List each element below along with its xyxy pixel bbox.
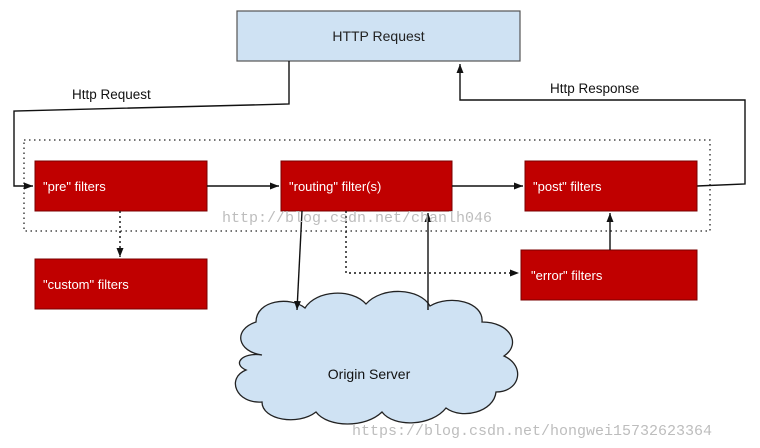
- request-edge-label: Http Request: [72, 87, 151, 102]
- error-filters-label: "error" filters: [531, 268, 603, 283]
- pre-filters-node: "pre" filters: [34, 160, 208, 212]
- error-filters-node: "error" filters: [520, 249, 698, 301]
- response-edge: [456, 64, 746, 187]
- post-filters-label: "post" filters: [533, 179, 602, 194]
- http-request-label: HTTP Request: [332, 28, 424, 44]
- origin-server-label: Origin Server: [328, 366, 411, 382]
- response-edge-label: Http Response: [550, 81, 639, 96]
- http-request-node: HTTP Request: [236, 10, 521, 62]
- watermark-bottom: https://blog.csdn.net/hongwei15732623364: [352, 423, 712, 440]
- request-edge: [13, 61, 290, 190]
- routing-to-error-edge: [345, 211, 519, 277]
- routing-filters-label: "routing" filter(s): [289, 179, 381, 194]
- post-filters-node: "post" filters: [524, 160, 698, 212]
- origin-server-node: Origin Server: [234, 290, 519, 425]
- watermark-middle: http://blog.csdn.net/chanlh046: [222, 210, 492, 227]
- custom-filters-node: "custom" filters: [34, 258, 208, 310]
- cloud-shape: [234, 290, 519, 425]
- routing-filters-node: "routing" filter(s): [280, 160, 453, 212]
- routing-to-origin-edge: [293, 210, 303, 311]
- pre-filters-label: "pre" filters: [43, 179, 106, 194]
- custom-filters-label: "custom" filters: [43, 277, 129, 292]
